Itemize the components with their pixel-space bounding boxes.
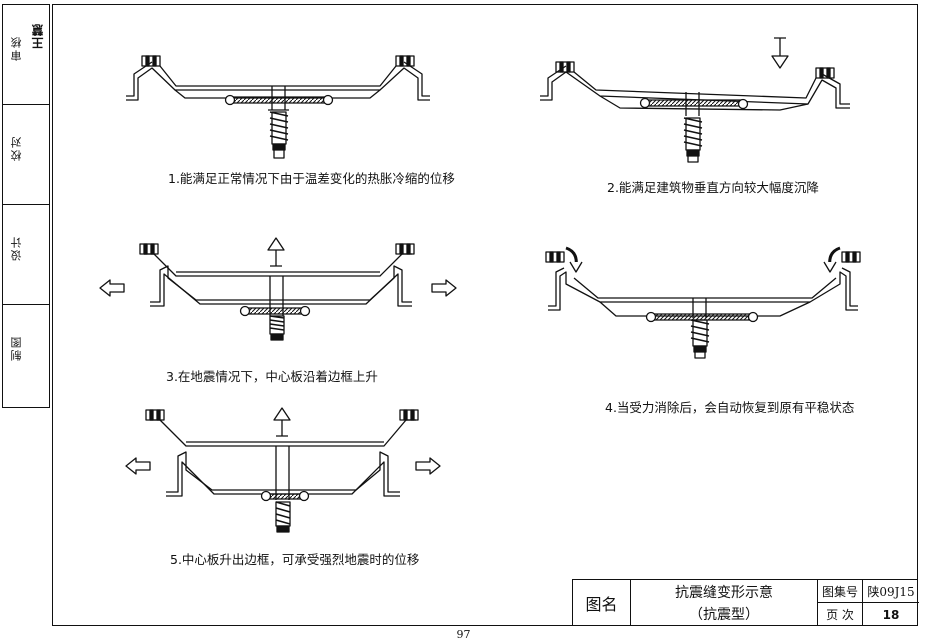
sidebar-cell-check: 校对 [3, 105, 49, 205]
sidebar-cell-review: 审核 王慧 [3, 5, 49, 105]
title-block-label-page: 页 次 [817, 603, 863, 626]
title-block-label-atlas: 图集号 [817, 580, 863, 603]
title-block-atlas-no: 陕09J15 [863, 580, 919, 603]
diagram-4-recovery [545, 246, 861, 359]
title-block-title-line1: 抗震缝变形示意 [675, 584, 773, 601]
diagram-3-plate-rising [99, 237, 457, 341]
title-block-label-title: 图名 [573, 580, 631, 626]
sidebar-cell-design: 设计 [3, 205, 49, 305]
caption-1: 1.能满足正常情况下由于温差变化的热胀冷缩的位移 [168, 171, 455, 186]
diagram-2-settlement [540, 37, 850, 163]
title-block-title-line2: （抗震型） [689, 607, 759, 623]
page-number: 97 [456, 628, 471, 641]
drawing-frame [52, 4, 918, 626]
caption-2: 2.能满足建筑物垂直方向较大幅度沉降 [607, 180, 819, 195]
caption-5: 5.中心板升出边框，可承受强烈地震时的位移 [170, 552, 420, 567]
title-block: 图名 抗震缝变形示意 （抗震型） 图集号 陕09J15 页 次 18 [572, 579, 919, 626]
signature-column: 审核 王慧 校对 设计 制图 [2, 4, 50, 408]
diagram-1-thermal-movement [126, 55, 430, 159]
caption-4: 4.当受力消除后，会自动恢复到原有平稳状态 [605, 400, 855, 415]
diagram-5-plate-lifted [125, 407, 441, 533]
caption-3: 3.在地震情况下，中心板沿着边框上升 [166, 369, 378, 384]
title-block-page: 18 [882, 607, 900, 622]
